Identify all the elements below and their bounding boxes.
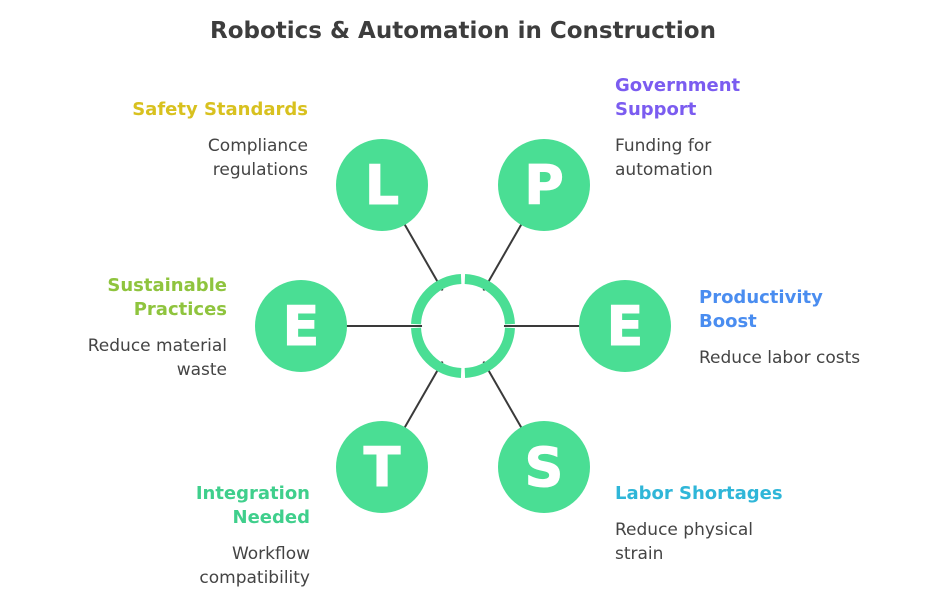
node-letter-integration: T xyxy=(364,436,401,499)
factor-desc-integration: Workflow compatibility xyxy=(199,544,310,588)
factor-block-productivity: Productivity Boost Reduce labor costs xyxy=(699,286,926,370)
factor-desc-labor: Reduce physical strain xyxy=(615,520,753,564)
factor-block-sustainable: Sustainable Practices Reduce material wa… xyxy=(0,274,227,382)
factor-heading-productivity: Productivity Boost xyxy=(699,287,823,332)
factor-heading-sustainable: Sustainable Practices xyxy=(107,275,227,320)
factor-heading-safety: Safety Standards xyxy=(132,99,308,120)
node-circle-productivity xyxy=(579,280,671,372)
node-circle-sustainable xyxy=(255,280,347,372)
factor-heading-government: Government Support xyxy=(615,75,741,120)
factor-heading-integration: Integration Needed xyxy=(195,483,310,528)
hub-center xyxy=(422,285,504,367)
node-circle-labor xyxy=(498,421,590,513)
factor-block-integration: Integration Needed Workflow compatibilit… xyxy=(60,482,310,590)
hub-ring-segment xyxy=(464,274,515,325)
factor-desc-government: Funding for automation xyxy=(615,136,713,180)
factor-desc-productivity: Reduce labor costs xyxy=(699,348,861,368)
hub-ring-segment xyxy=(411,274,462,325)
center-hub xyxy=(411,274,515,378)
node-letter-safety: L xyxy=(365,154,399,217)
factor-heading-labor: Labor Shortages xyxy=(615,483,783,504)
node-letter-sustainable: E xyxy=(283,295,320,358)
node-letter-government: P xyxy=(524,154,564,217)
factor-block-safety: Safety Standards Compliance regulations xyxy=(58,98,308,182)
factor-block-labor: Labor Shortages Reduce physical strain xyxy=(615,482,865,566)
hub-ring-segment xyxy=(464,327,515,378)
diagram-title: Robotics & Automation in Construction xyxy=(210,18,716,44)
node-letter-productivity: E xyxy=(607,295,644,358)
node-circle-safety xyxy=(336,139,428,231)
node-circle-integration xyxy=(336,421,428,513)
hub-ring-segment xyxy=(411,327,462,378)
factor-nodes: P E S T E L xyxy=(255,139,671,513)
node-circle-government xyxy=(498,139,590,231)
factor-block-government: Government Support Funding for automatio… xyxy=(615,74,865,182)
factor-desc-sustainable: Reduce material waste xyxy=(87,336,227,380)
node-letter-labor: S xyxy=(525,436,564,499)
factor-desc-safety: Compliance regulations xyxy=(207,136,308,180)
